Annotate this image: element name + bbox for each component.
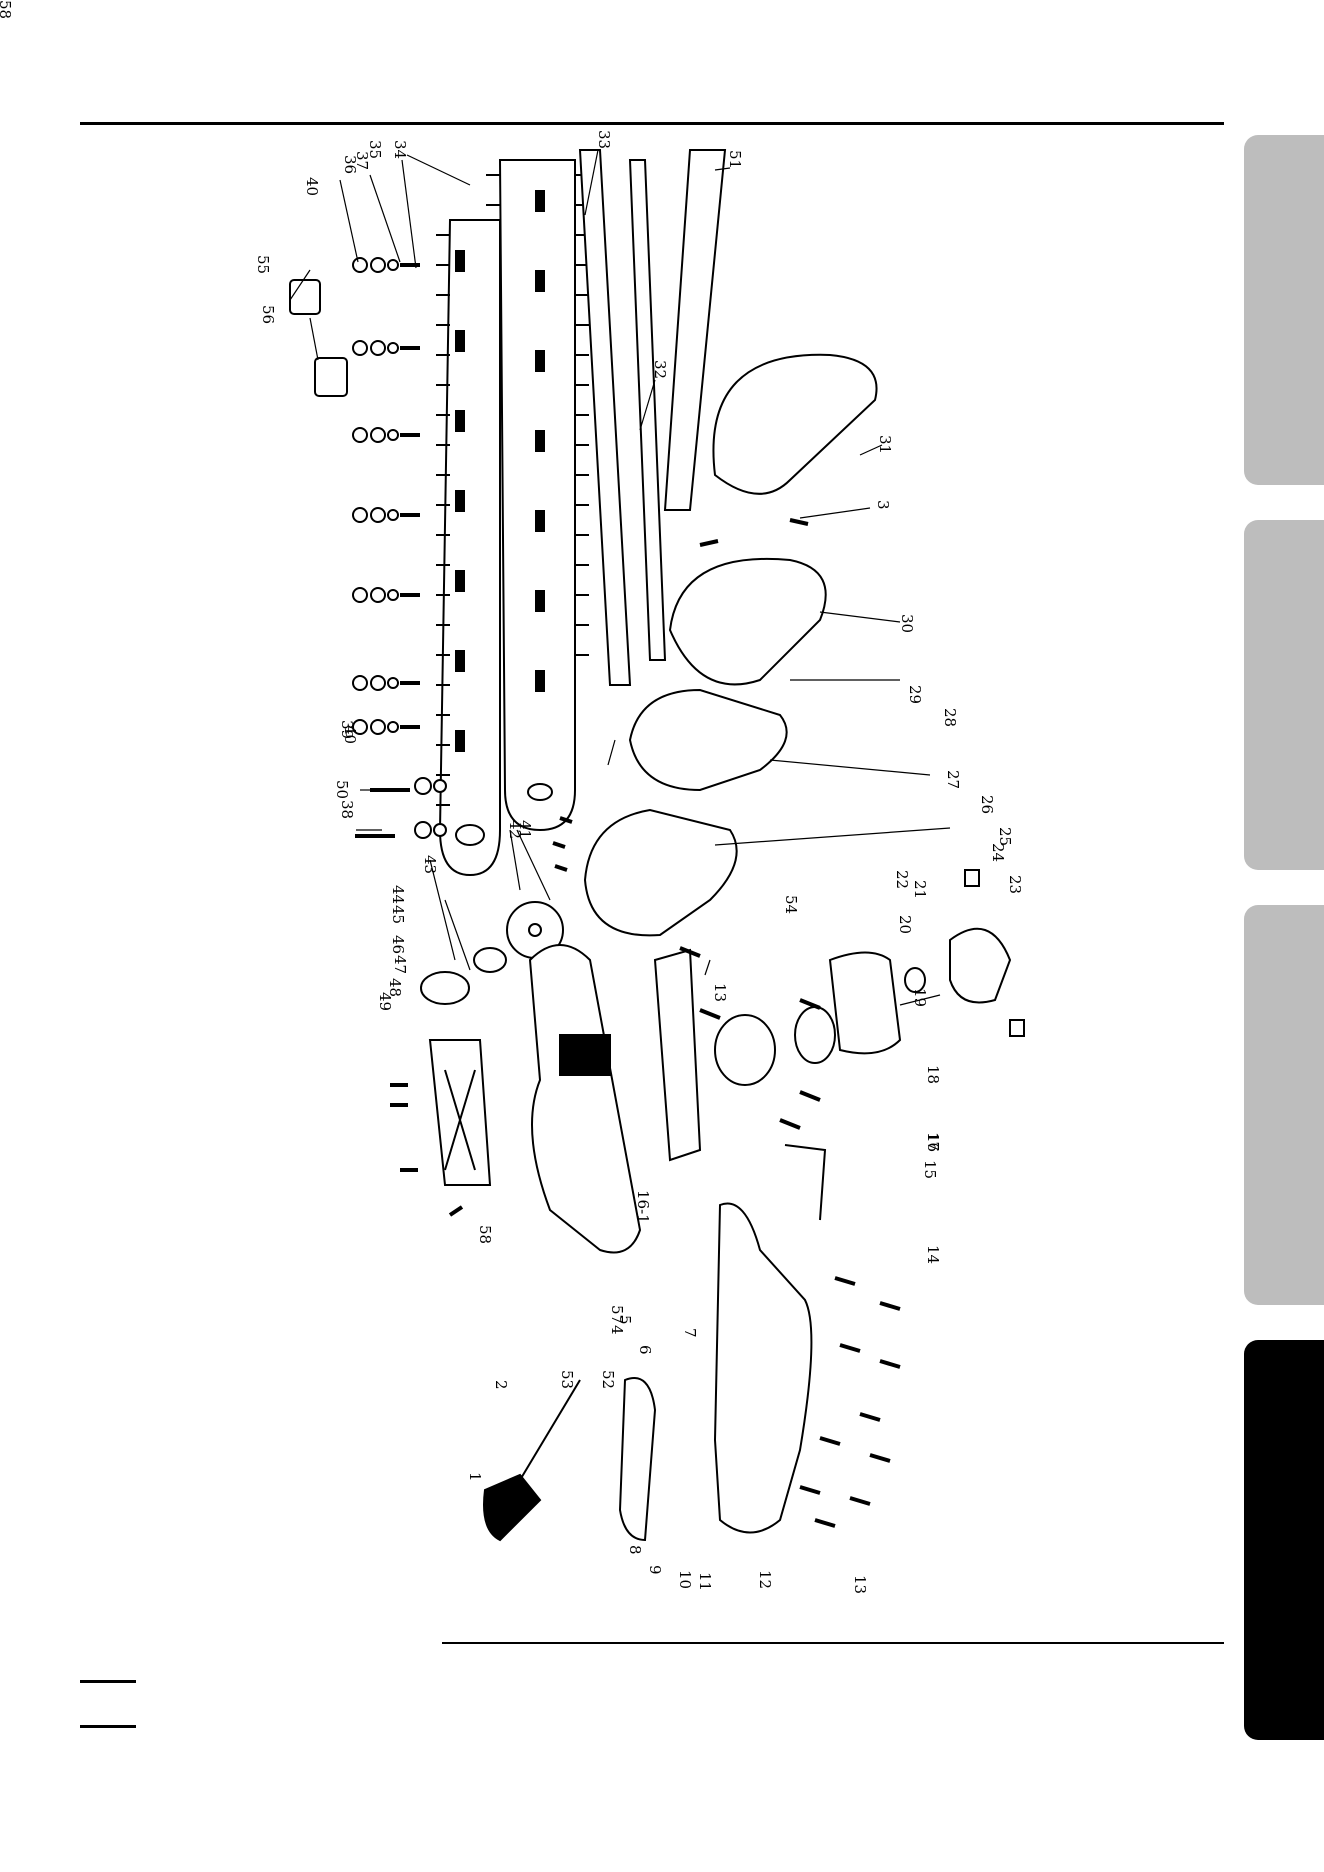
callout-label: 21 [911, 880, 929, 899]
gear-housing-16 [655, 950, 700, 1160]
callout-label: 58 [0, 0, 14, 19]
callout-label: 50 [333, 780, 351, 799]
label-56 [290, 280, 320, 314]
callout-label: 20 [896, 915, 914, 934]
wire-15 [785, 1145, 825, 1220]
guard-frame-28 [585, 810, 737, 935]
label-57 [315, 358, 347, 396]
callout-label: 45 [389, 905, 407, 924]
callout-label: 19 [911, 988, 929, 1007]
callout-label: 27 [944, 770, 962, 789]
handle-half-12 [715, 1203, 811, 1532]
blade-front [440, 220, 500, 875]
callout-label: 47 [391, 955, 409, 974]
callout-label: 17 [924, 1132, 942, 1151]
end-cap-24 [950, 929, 1010, 1003]
callout-label: 25 [996, 827, 1014, 846]
callout-label: 9 [646, 1565, 664, 1575]
callout-label: 34 [391, 140, 409, 159]
guard-frame-31 [670, 559, 826, 685]
brush-25 [965, 870, 979, 886]
callout-label: 31 [876, 435, 894, 454]
callout-label: 32 [651, 360, 669, 379]
callout-label: 15 [921, 1160, 939, 1179]
callout-label: 23 [1006, 875, 1024, 894]
callout-label: 53 [558, 1370, 576, 1389]
blade-36 [500, 160, 575, 830]
brush-holder [1010, 1020, 1024, 1036]
callout-label: 7 [681, 1328, 699, 1338]
eccentric-46 [421, 972, 469, 1004]
vent-grille [560, 1035, 610, 1075]
guide-bar-35 [580, 150, 630, 685]
callout-label: 38 [338, 800, 356, 819]
callout-label: 44 [389, 885, 407, 904]
callout-label: 26 [978, 795, 996, 814]
callout-label: 30 [898, 614, 916, 633]
callout-label: 18 [924, 1065, 942, 1084]
fastener-sets [353, 258, 446, 838]
guide-bar-33 [630, 160, 665, 660]
housing-half-49 [530, 945, 640, 1253]
callout-label: 22 [893, 870, 911, 889]
callout-label: 14 [924, 1245, 942, 1264]
callout-label: 56 [259, 305, 277, 324]
callout-label: 28 [941, 708, 959, 727]
callout-label: 46 [389, 935, 407, 954]
callout-label: 13 [851, 1575, 869, 1594]
callout-label: 29 [906, 685, 924, 704]
callout-label: 52 [599, 1370, 617, 1389]
callout-label: 51 [726, 150, 744, 169]
callout-label: 2 [492, 1380, 510, 1390]
callout-label: 49 [376, 992, 394, 1011]
callout-label: 11 [696, 1572, 714, 1591]
callout-label: 8 [626, 1545, 644, 1555]
callout-label: 54 [782, 895, 800, 914]
field-23 [795, 1007, 835, 1063]
callout-label: 33 [595, 130, 613, 149]
gear-cover-50 [430, 1040, 490, 1185]
callout-label: 3 [874, 500, 892, 510]
callout-label: 4 [608, 1325, 626, 1335]
callout-label: 42 [506, 820, 524, 839]
guard-ring-29 [630, 690, 787, 790]
callout-label: 1 [466, 1472, 484, 1482]
power-cord-plug-1 [484, 1475, 540, 1540]
callout-label: 37 [353, 151, 371, 170]
callout-label: 10 [676, 1570, 694, 1589]
trigger-8 [620, 1378, 655, 1540]
eccentric-44 [474, 948, 506, 972]
hand-guard-32 [713, 355, 876, 494]
callout-label: 12 [756, 1570, 774, 1589]
callout-label: 40 [303, 177, 321, 196]
callout-label: 58 [476, 1225, 494, 1244]
callout-label: 6 [636, 1345, 654, 1355]
callout-label: 57 [608, 1305, 626, 1324]
callout-label: 13 [711, 983, 729, 1002]
motor-21 [830, 953, 900, 1054]
callout-label: 16-1 [634, 1190, 652, 1224]
callout-label: 43 [421, 855, 439, 874]
callout-label: 40 [341, 725, 359, 744]
callout-label: 55 [254, 255, 272, 274]
bracket-19 [715, 1015, 775, 1085]
